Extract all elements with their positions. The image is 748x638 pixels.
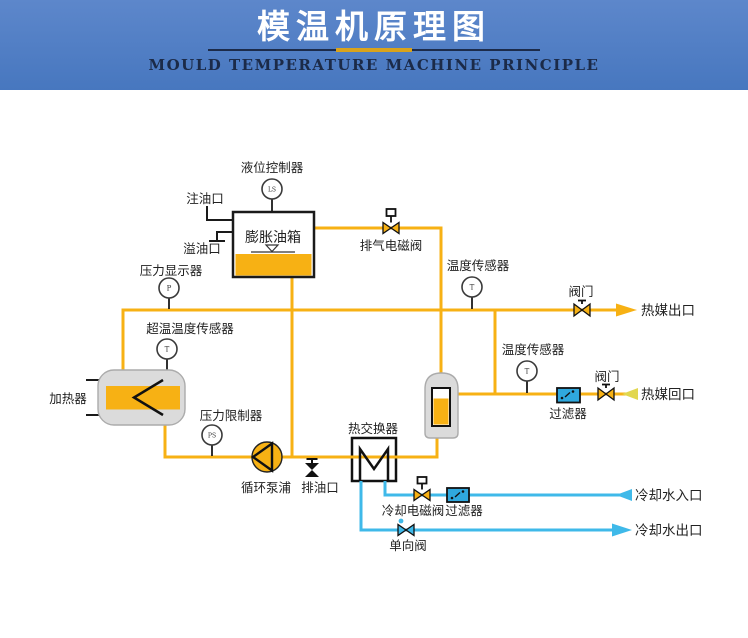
oil-port-pipes bbox=[206, 206, 233, 242]
temp-sensor-return-label: 温度传感器 bbox=[502, 342, 565, 357]
oil-fill-port-label: 注油口 bbox=[186, 191, 224, 206]
exhaust-valve-icon bbox=[382, 221, 393, 235]
cooling-valve-icon bbox=[420, 488, 431, 502]
filter-grain bbox=[571, 390, 575, 393]
oil-overflow-port-label: 溢油口 bbox=[183, 241, 221, 256]
cooling-water-inlet-label: 冷却水入口 bbox=[635, 488, 703, 504]
hot-outlet-arrow-icon bbox=[616, 303, 637, 317]
pressure-limiter-gauge-icon bbox=[201, 424, 223, 446]
expansion-tank-oil bbox=[235, 254, 312, 276]
heater: 加热器 bbox=[49, 369, 186, 426]
cooling-filter-label: 过滤器 bbox=[445, 503, 483, 518]
check-valve-label: 单向阀 bbox=[389, 538, 427, 553]
pressure-limiter-label: 压力限制器 bbox=[200, 408, 263, 423]
level-controller: LS 液位控制器 bbox=[241, 160, 304, 212]
hot-medium-outlet-label: 热媒出口 bbox=[641, 303, 695, 319]
temp-sensor-main-tag: T bbox=[470, 284, 475, 292]
cooling-outlet-arrow-icon bbox=[612, 523, 632, 537]
return-filter-label: 过滤器 bbox=[549, 406, 587, 421]
filter-grain bbox=[450, 496, 454, 500]
return-valve-icon bbox=[597, 386, 608, 402]
expansion-tank-label: 膨胀油箱 bbox=[245, 229, 301, 246]
filter-grain bbox=[454, 491, 461, 498]
pressure-display: P 压力显示器 bbox=[140, 263, 203, 309]
overtemp-sensor: T 超温温度传感器 bbox=[146, 321, 234, 370]
exhaust-solenoid-valve-label: 排气电磁阀 bbox=[360, 238, 423, 253]
filter-icon bbox=[556, 387, 581, 404]
cooling-filter: 过滤器 bbox=[445, 487, 483, 518]
oil-drain-port-label: 排油口 bbox=[301, 480, 339, 495]
oil-level-icon bbox=[264, 244, 280, 253]
cooling-valve-icon bbox=[413, 488, 424, 502]
pressure-limiter-tag: PS bbox=[208, 433, 216, 440]
check-valve-icon bbox=[397, 523, 408, 537]
level-controller-label: 液位控制器 bbox=[241, 160, 304, 175]
check-valve-ball-icon bbox=[398, 518, 404, 524]
return-filter: 过滤器 bbox=[549, 387, 587, 421]
filter-grain bbox=[461, 490, 465, 493]
pressure-gauge-tag: P bbox=[167, 285, 172, 293]
overtemp-gauge-icon bbox=[156, 338, 178, 360]
outlet-valve: 阀门 bbox=[568, 284, 594, 318]
page-subtitle: MOULD TEMPERATURE MACHINE PRINCIPLE bbox=[148, 56, 600, 74]
outlet-valve-icon bbox=[573, 302, 584, 318]
separator-oil bbox=[433, 398, 449, 425]
outlet-valve-label: 阀门 bbox=[568, 284, 593, 299]
pressure-display-label: 压力显示器 bbox=[140, 263, 203, 278]
heater-core bbox=[106, 386, 180, 410]
circulation-pump-label: 循环泵浦 bbox=[241, 480, 291, 495]
schematic-diagram: 热交换器 膨胀油箱 LS 液位控制器 注油口 溢油口 排气电磁阀 bbox=[49, 160, 703, 553]
temp-sensor-main-gauge-icon bbox=[461, 276, 483, 298]
cooling-water-outlet-label: 冷却水出口 bbox=[635, 523, 703, 539]
temp-sensor-return: T 温度传感器 bbox=[502, 342, 565, 393]
overtemp-sensor-label: 超温温度传感器 bbox=[146, 321, 234, 336]
cooling-water-pipes bbox=[359, 481, 632, 532]
title-underline bbox=[208, 48, 540, 52]
separator-tank bbox=[424, 372, 459, 439]
oil-drain-port: 排油口 bbox=[301, 458, 339, 495]
check-valve-icon bbox=[404, 523, 415, 537]
expansion-tank: 膨胀油箱 bbox=[231, 210, 316, 279]
drain-valve-icon bbox=[305, 463, 319, 470]
cooling-inlet-arrow-icon bbox=[616, 489, 632, 501]
heat-exchanger-label: 热交换器 bbox=[348, 421, 399, 436]
hot-return-arrow-icon bbox=[622, 388, 638, 400]
circulation-pump: 循环泵浦 bbox=[241, 441, 291, 495]
level-controller-tag: LS bbox=[268, 187, 276, 194]
check-valve: 单向阀 bbox=[389, 518, 427, 553]
exhaust-valve-icon bbox=[389, 221, 400, 235]
pump-impeller-icon bbox=[250, 441, 274, 473]
heat-exchanger-coil-icon bbox=[358, 445, 390, 480]
page-title: 模温机原理图 bbox=[257, 7, 491, 46]
level-controller-gauge-icon bbox=[261, 178, 283, 200]
temp-sensor-main: T 温度传感器 bbox=[447, 258, 510, 309]
solenoid-coil-icon bbox=[385, 208, 397, 217]
title-underline-gold bbox=[336, 48, 412, 52]
pressure-gauge-icon bbox=[158, 277, 180, 299]
heater-label: 加热器 bbox=[49, 391, 87, 406]
outlet-valve-icon bbox=[580, 302, 591, 318]
overtemp-gauge-tag: T bbox=[165, 346, 170, 354]
hot-oil-pipes bbox=[121, 226, 638, 459]
filter-grain bbox=[564, 391, 571, 398]
cooling-solenoid-valve: 冷却电磁阀 bbox=[382, 476, 445, 518]
solenoid-coil-icon bbox=[416, 476, 428, 485]
return-valve: 阀门 bbox=[594, 369, 620, 402]
return-valve-icon bbox=[604, 386, 615, 402]
filter-grain bbox=[560, 396, 564, 400]
return-valve-label: 阀门 bbox=[594, 369, 619, 384]
heater-element-icon bbox=[131, 378, 164, 417]
exhaust-solenoid-valve: 排气电磁阀 bbox=[360, 208, 423, 253]
cooling-solenoid-valve-label: 冷却电磁阀 bbox=[382, 503, 445, 518]
pressure-limiter: PS 压力限制器 bbox=[200, 408, 263, 456]
drain-valve-icon bbox=[305, 470, 319, 477]
hot-medium-return-label: 热媒回口 bbox=[641, 387, 695, 403]
heat-exchanger-body bbox=[350, 436, 398, 483]
temp-sensor-return-tag: T bbox=[525, 368, 530, 376]
header-banner: 模温机原理图 MOULD TEMPERATURE MACHINE PRINCIP… bbox=[0, 0, 748, 90]
temp-sensor-main-label: 温度传感器 bbox=[447, 258, 510, 273]
temp-sensor-return-gauge-icon bbox=[516, 360, 538, 382]
